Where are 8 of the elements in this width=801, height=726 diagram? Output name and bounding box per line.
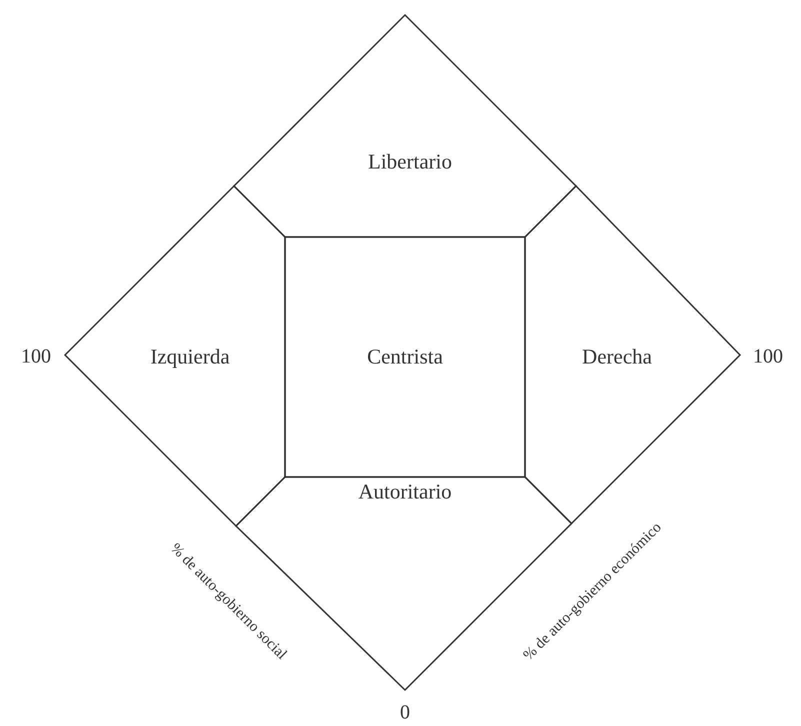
scale-value: 100 (21, 346, 51, 368)
region-label: Izquierda (150, 344, 230, 370)
scale-value: 0 (400, 702, 410, 724)
region-label: Libertario (368, 150, 452, 174)
region-label: Centrista (367, 344, 443, 370)
region-label: Autoritario (358, 480, 452, 504)
scale-value: 100 (753, 346, 783, 368)
region-label: Derecha (582, 344, 652, 370)
